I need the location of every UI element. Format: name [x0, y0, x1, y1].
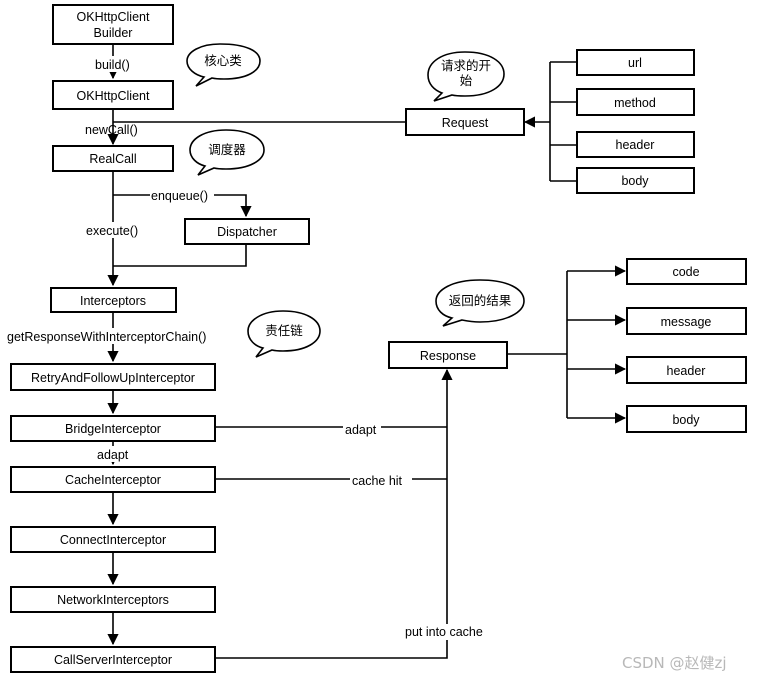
node-label: Request	[442, 116, 489, 130]
bubble-core-class: 核心类	[186, 43, 261, 87]
node-interceptors[interactable]: Interceptors	[50, 287, 177, 313]
node-label: Dispatcher	[217, 225, 277, 239]
node-okhttpclient[interactable]: OKHttpClient	[52, 80, 174, 110]
node-okhttpclient-builder[interactable]: OKHttpClient Builder	[52, 4, 174, 45]
node-label: RetryAndFollowUpInterceptor	[31, 371, 195, 385]
node-label: BridgeInterceptor	[65, 422, 161, 436]
bubble-text: 始	[460, 73, 473, 88]
label-put-into-cache: put into cache	[405, 625, 483, 639]
node-retry-interceptor[interactable]: RetryAndFollowUpInterceptor	[10, 363, 216, 391]
label-adapt-vertical: adapt	[97, 448, 129, 462]
bubble-text: 核心类	[204, 53, 242, 68]
node-label: Interceptors	[80, 294, 146, 308]
node-label: body	[672, 413, 700, 427]
node-dispatcher[interactable]: Dispatcher	[184, 218, 310, 245]
bubble-scheduler: 调度器	[189, 129, 265, 176]
label-cache-hit: cache hit	[352, 474, 403, 488]
bubble-text: 调度器	[208, 142, 246, 157]
speech-bubbles: 核心类 请求的开 始 调度器 责任链 返回的结果	[186, 43, 525, 358]
label-enqueue: enqueue()	[151, 189, 208, 203]
bubble-request-start: 请求的开 始	[427, 51, 505, 102]
bubble-text: 返回的结果	[449, 293, 512, 308]
node-label: url	[628, 56, 642, 70]
node-label: message	[661, 315, 712, 329]
node-label: OKHttpClient	[77, 10, 150, 24]
node-realcall[interactable]: RealCall	[52, 145, 174, 172]
node-label: body	[621, 174, 649, 188]
node-code[interactable]: code	[626, 258, 747, 285]
node-cache-interceptor[interactable]: CacheInterceptor	[10, 466, 216, 493]
node-request-header[interactable]: header	[576, 131, 695, 158]
node-request[interactable]: Request	[405, 108, 525, 136]
node-label: code	[672, 265, 699, 279]
connectors	[107, 44, 627, 659]
node-callserver-interceptor[interactable]: CallServerInterceptor	[10, 646, 216, 673]
node-method[interactable]: method	[576, 88, 695, 116]
node-request-body[interactable]: body	[576, 167, 695, 194]
bubble-text: 请求的开	[441, 58, 491, 73]
edge-labels: build() newCall() enqueue() execute() ge…	[5, 56, 494, 640]
node-response-header[interactable]: header	[626, 356, 747, 384]
node-label: OKHttpClient	[77, 89, 150, 103]
bubble-text: 责任链	[265, 323, 303, 338]
edge-put-into-cache	[215, 368, 453, 659]
node-bridge-interceptor[interactable]: BridgeInterceptor	[10, 415, 216, 442]
label-build: build()	[95, 58, 130, 72]
node-label: CacheInterceptor	[65, 473, 161, 487]
label-newcall: newCall()	[85, 123, 138, 137]
bubble-chain-of-responsibility: 责任链	[247, 310, 321, 358]
node-message[interactable]: message	[626, 307, 747, 335]
node-label: header	[667, 364, 706, 378]
node-label: ConnectInterceptor	[60, 533, 166, 547]
label-chain: getResponseWithInterceptorChain()	[7, 330, 206, 344]
node-connect-interceptor[interactable]: ConnectInterceptor	[10, 526, 216, 553]
node-label: NetworkInterceptors	[57, 593, 169, 607]
node-url[interactable]: url	[576, 49, 695, 76]
node-network-interceptors[interactable]: NetworkInterceptors	[10, 586, 216, 613]
node-label: CallServerInterceptor	[54, 653, 172, 667]
node-label: Response	[420, 349, 476, 363]
node-response[interactable]: Response	[388, 341, 508, 369]
node-label: RealCall	[89, 152, 136, 166]
node-label: method	[614, 96, 656, 110]
bubble-returned-result: 返回的结果	[435, 279, 525, 327]
node-response-body[interactable]: body	[626, 405, 747, 433]
label-adapt-horizontal: adapt	[345, 423, 377, 437]
node-label: header	[616, 138, 655, 152]
watermark: CSDN @赵健zj	[622, 654, 727, 672]
label-execute: execute()	[86, 224, 138, 238]
node-label: Builder	[94, 26, 133, 40]
node-boxes: OKHttpClient Builder OKHttpClient RealCa…	[10, 4, 747, 673]
edge-dispatcher-return	[113, 245, 247, 267]
